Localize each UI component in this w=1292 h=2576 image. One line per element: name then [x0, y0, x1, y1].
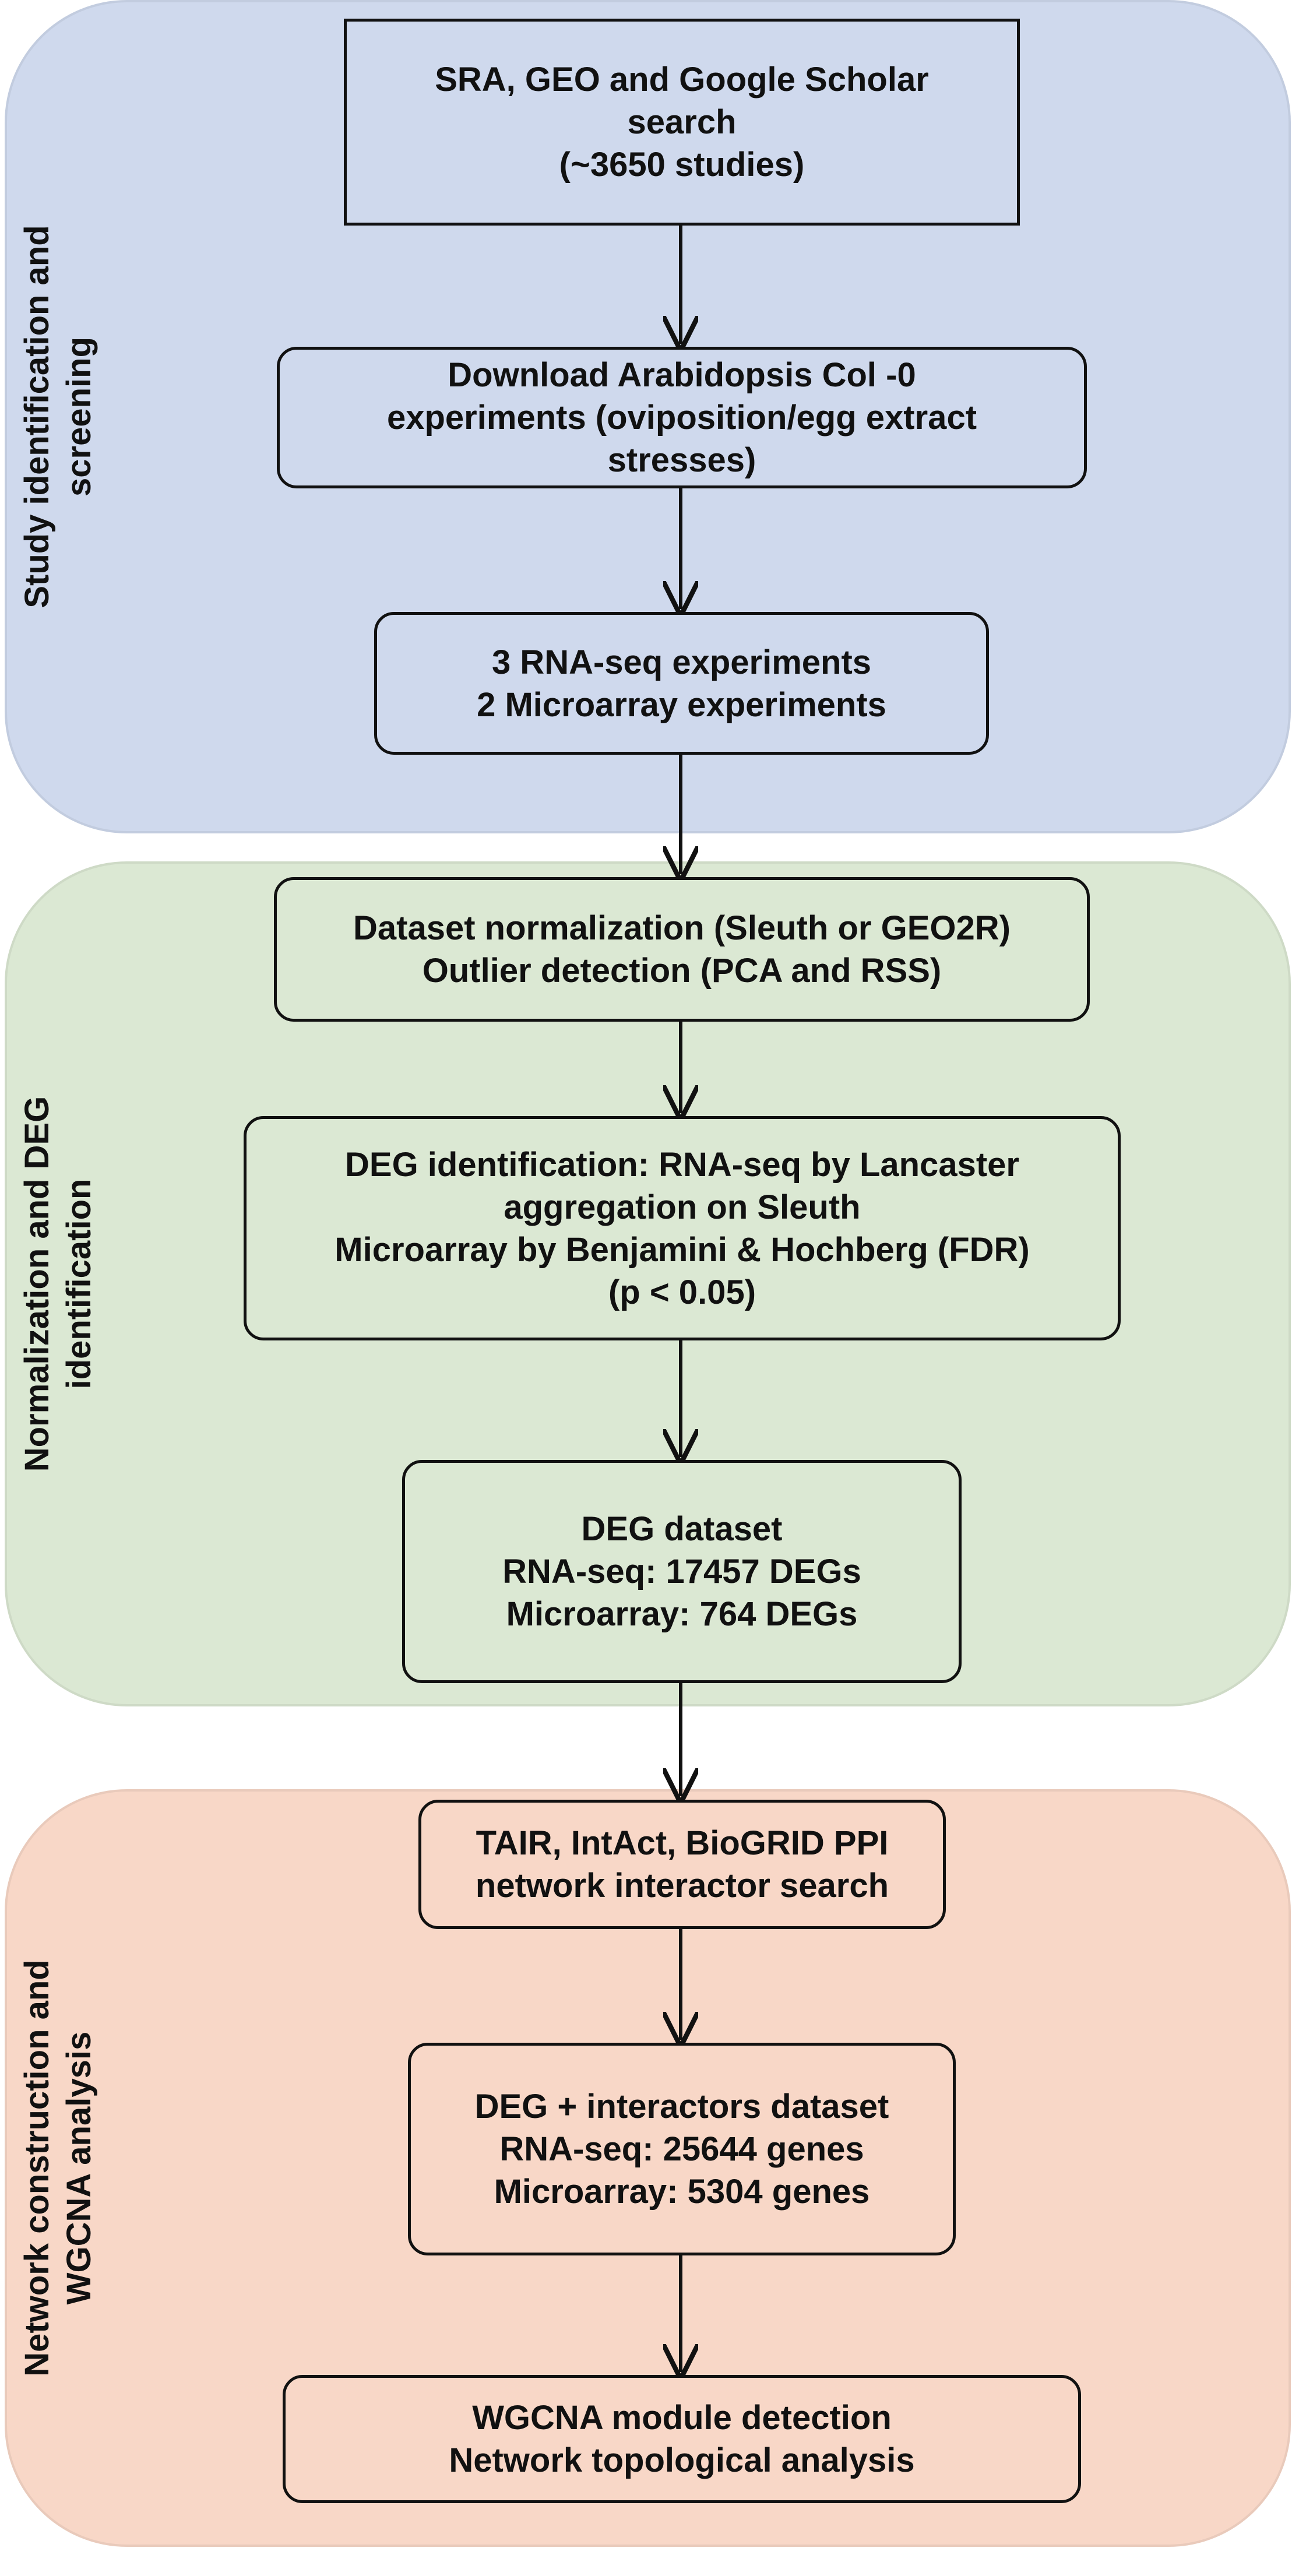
- box-line: DEG identification: RNA-seq by Lancaster: [345, 1145, 1019, 1184]
- section-label-line: Study identification and: [18, 225, 56, 608]
- box-line: DEG + interactors dataset: [474, 2088, 889, 2125]
- box-interactor-dataset: DEG + interactors dataset RNA-seq: 25644…: [408, 2043, 956, 2255]
- box-line: aggregation on Sleuth: [504, 1188, 861, 1226]
- section-label-line: Normalization and DEG: [18, 1096, 56, 1472]
- box-search: SRA, GEO and Google Scholar search (~365…: [344, 19, 1020, 226]
- section-label-line: identification: [60, 1178, 98, 1389]
- box-line: Outlier detection (PCA and RSS): [422, 952, 942, 990]
- box-download: Download Arabidopsis Col -0 experiments …: [277, 347, 1087, 488]
- box-line: stresses): [607, 441, 756, 479]
- box-line: Microarray by Benjamini & Hochberg (FDR): [335, 1230, 1030, 1269]
- box-line: Network topological analysis: [449, 2441, 915, 2479]
- box-wgcna: WGCNA module detection Network topologic…: [283, 2375, 1081, 2503]
- box-line: Dataset normalization (Sleuth or GEO2R): [353, 909, 1011, 947]
- box-line: (p < 0.05): [608, 1273, 756, 1311]
- section-label-normalization: Normalization and DEG identification: [16, 876, 100, 1692]
- section-label-network: Network construction and WGCNA analysis: [16, 1760, 100, 2576]
- box-line: RNA-seq: 17457 DEGs: [502, 1553, 861, 1590]
- box-line: Download Arabidopsis Col -0: [448, 356, 916, 394]
- box-line: Microarray: 764 DEGs: [506, 1595, 858, 1633]
- box-line: network interactor search: [475, 1867, 889, 1905]
- section-label-line: screening: [60, 337, 98, 497]
- box-line: WGCNA module detection: [472, 2399, 892, 2437]
- box-line: 2 Microarray experiments: [477, 685, 886, 724]
- box-interactor-search: TAIR, IntAct, BioGRID PPI network intera…: [418, 1800, 946, 1929]
- section-label-line: Network construction and: [18, 1959, 56, 2377]
- box-line: TAIR, IntAct, BioGRID PPI: [476, 1824, 889, 1862]
- box-normalization: Dataset normalization (Sleuth or GEO2R) …: [274, 877, 1090, 1022]
- box-deg-identification: DEG identification: RNA-seq by Lancaster…: [244, 1116, 1121, 1340]
- box-deg-dataset: DEG dataset RNA-seq: 17457 DEGs Microarr…: [402, 1460, 962, 1683]
- box-line: DEG dataset: [581, 1510, 783, 1548]
- box-line: search: [627, 103, 737, 141]
- box-line: SRA, GEO and Google Scholar: [435, 61, 929, 98]
- box-line: (~3650 studies): [559, 146, 805, 184]
- box-line: experiments (oviposition/egg extract: [386, 399, 977, 437]
- section-label-study: Study identification and screening: [16, 9, 100, 825]
- box-line: RNA-seq: 25644 genes: [499, 2130, 864, 2168]
- section-label-line: WGCNA analysis: [60, 2031, 98, 2305]
- box-line: Microarray: 5304 genes: [494, 2173, 870, 2211]
- box-experiments: 3 RNA-seq experiments 2 Microarray exper…: [374, 612, 989, 755]
- box-line: 3 RNA-seq experiments: [491, 643, 872, 681]
